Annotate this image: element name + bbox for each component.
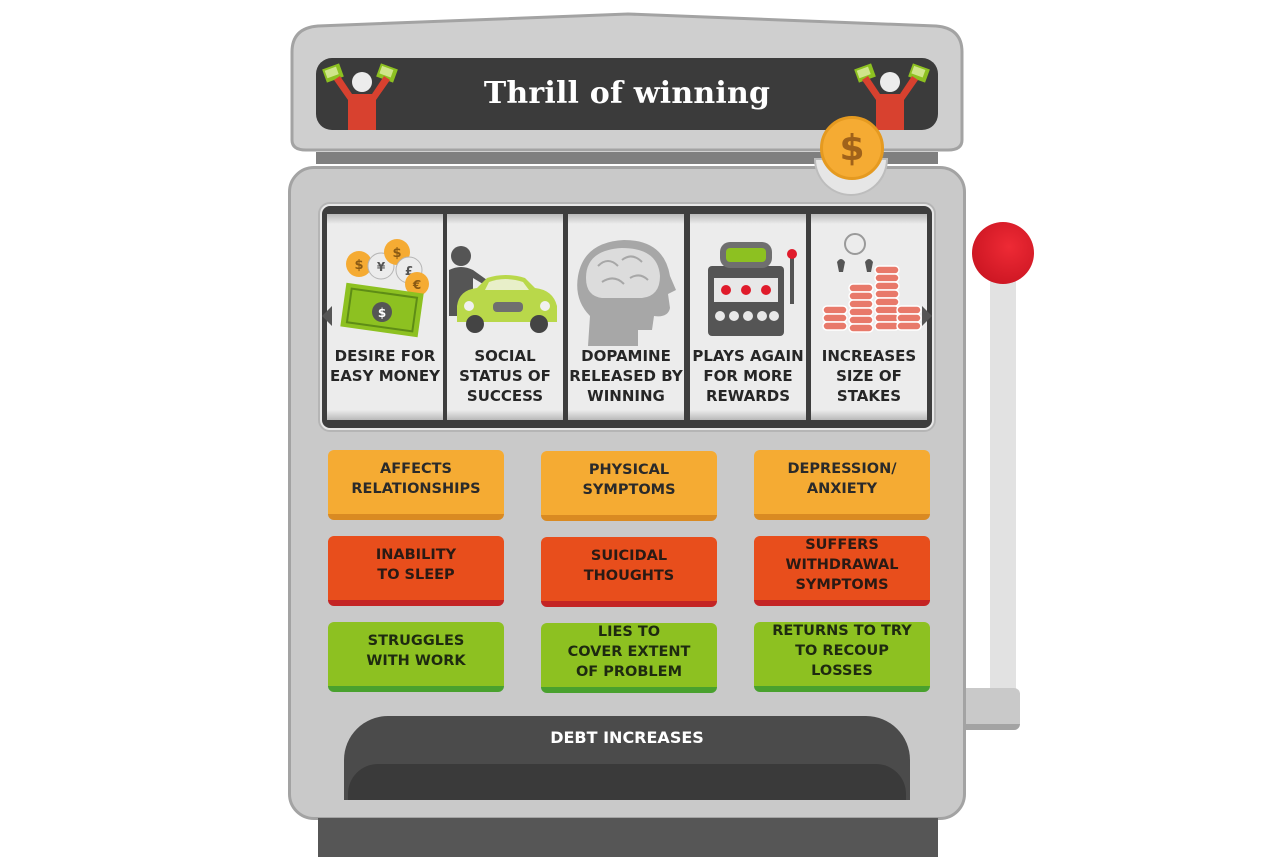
- machine-base: [318, 818, 938, 857]
- svg-text:$: $: [392, 246, 401, 261]
- dollar-coin-icon: $: [820, 116, 884, 180]
- money-pile-icon: $ ¥ $ £ € $: [340, 239, 429, 338]
- celebrating-person-icon: [322, 63, 398, 130]
- svg-text:$: $: [354, 258, 363, 273]
- lever-knob[interactable]: [972, 222, 1034, 284]
- symptom-depression-anxiety: DEPRESSION/ANXIETY: [754, 450, 930, 520]
- reel-left-arrow-icon: [322, 306, 332, 326]
- machine-neck: [316, 152, 938, 164]
- lever-mount: [964, 688, 1020, 730]
- reel-right-arrow-icon: [922, 306, 932, 326]
- coin-stacks-icon: [822, 233, 922, 333]
- person-car-icon: [449, 246, 557, 333]
- celebrating-person-icon: [854, 63, 930, 130]
- slot-machine-icon: [708, 242, 797, 336]
- page-title: Thrill of winning: [483, 76, 771, 111]
- title-panel: [316, 58, 938, 130]
- svg-text:¥: ¥: [377, 260, 386, 274]
- brain-head-icon: [577, 240, 676, 346]
- lever-rod[interactable]: [990, 250, 1016, 698]
- debt-increases-label: DEBT INCREASES: [550, 728, 704, 747]
- payout-tray-inner: [348, 764, 906, 800]
- svg-text:£: £: [405, 264, 413, 278]
- svg-text:€: €: [412, 278, 421, 292]
- svg-text:$: $: [378, 306, 386, 320]
